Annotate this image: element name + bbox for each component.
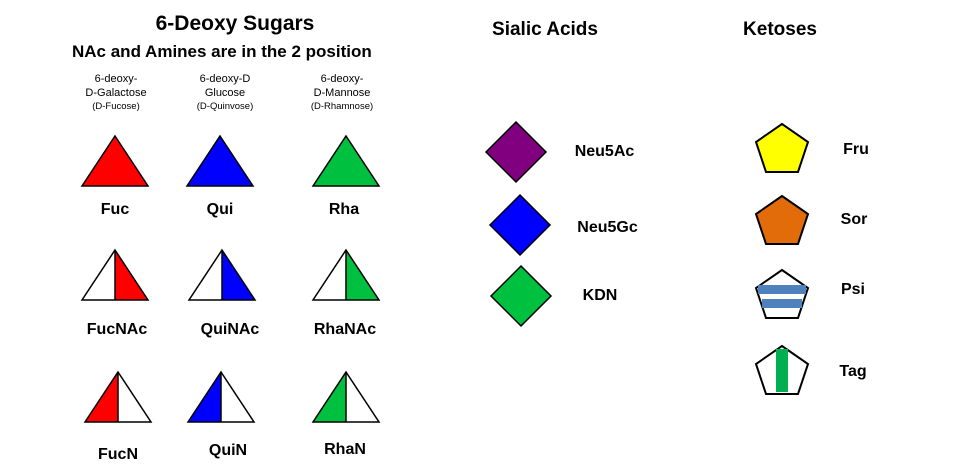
column-header-fucose: 6-deoxy- D-Galactose (D-Fucose): [56, 72, 176, 114]
qui-label: Qui: [206, 201, 234, 218]
ketoses-title: Ketoses: [743, 19, 817, 40]
neu5ac-label: Neu5Ac: [574, 143, 635, 160]
rha-triangle-icon: [311, 134, 381, 187]
psi-label: Psi: [840, 281, 865, 298]
kdn-diamond-icon: [489, 264, 553, 328]
rhanac-label: RhaNAc: [313, 321, 377, 338]
column-header-line: Glucose: [204, 87, 246, 99]
column-header-line: 6-deoxy-D: [199, 73, 251, 85]
quin-triangle-icon: [186, 370, 256, 423]
fuc-triangle-icon: [80, 134, 150, 187]
rhanac-triangle-icon: [311, 248, 381, 301]
deoxy-subtitle: NAc and Amines are in the 2 position: [72, 42, 372, 61]
column-header-line: D-Galactose: [85, 87, 147, 99]
column-header-rhamnose: 6-deoxy- D-Mannose (D-Rhamnose): [282, 72, 402, 114]
kdn-label: KDN: [582, 287, 618, 304]
column-header-line: 6-deoxy-: [320, 73, 364, 85]
rhan-triangle-icon: [311, 370, 381, 423]
tag-pentagon-icon: [754, 344, 810, 395]
deoxy-title: 6-Deoxy Sugars: [155, 12, 315, 35]
column-header-line: (D-Quinvose): [196, 101, 254, 112]
fucn-triangle-icon: [83, 370, 153, 423]
qui-triangle-icon: [185, 134, 255, 187]
column-header-line: 6-deoxy-: [94, 73, 138, 85]
quin-label: QuiN: [208, 442, 248, 459]
fuc-label: Fuc: [100, 201, 130, 218]
tag-label: Tag: [839, 363, 867, 380]
quinac-triangle-icon: [187, 248, 257, 301]
fru-label: Fru: [843, 141, 869, 158]
column-header-quinovose: 6-deoxy-D Glucose (D-Quinvose): [165, 72, 285, 114]
fru-pentagon-icon: [754, 122, 810, 173]
fucnac-triangle-icon: [80, 248, 150, 301]
column-header-line: (D-Rhamnose): [310, 101, 374, 112]
quinac-label: QuiNAc: [200, 321, 260, 338]
fucnac-label: FucNAc: [86, 321, 148, 338]
column-header-line: D-Mannose: [313, 87, 371, 99]
sor-pentagon-icon: [754, 194, 810, 245]
neu5gc-diamond-icon: [488, 193, 552, 257]
neu5ac-diamond-icon: [484, 120, 548, 184]
sialic-title: Sialic Acids: [492, 19, 598, 40]
sor-label: Sor: [840, 211, 868, 228]
rhan-label: RhaN: [324, 441, 366, 458]
rha-label: Rha: [328, 201, 360, 218]
column-header-line: (D-Fucose): [92, 101, 140, 112]
neu5gc-label: Neu5Gc: [577, 219, 638, 236]
psi-pentagon-icon: [754, 268, 810, 319]
fucn-label: FucN: [98, 446, 138, 463]
